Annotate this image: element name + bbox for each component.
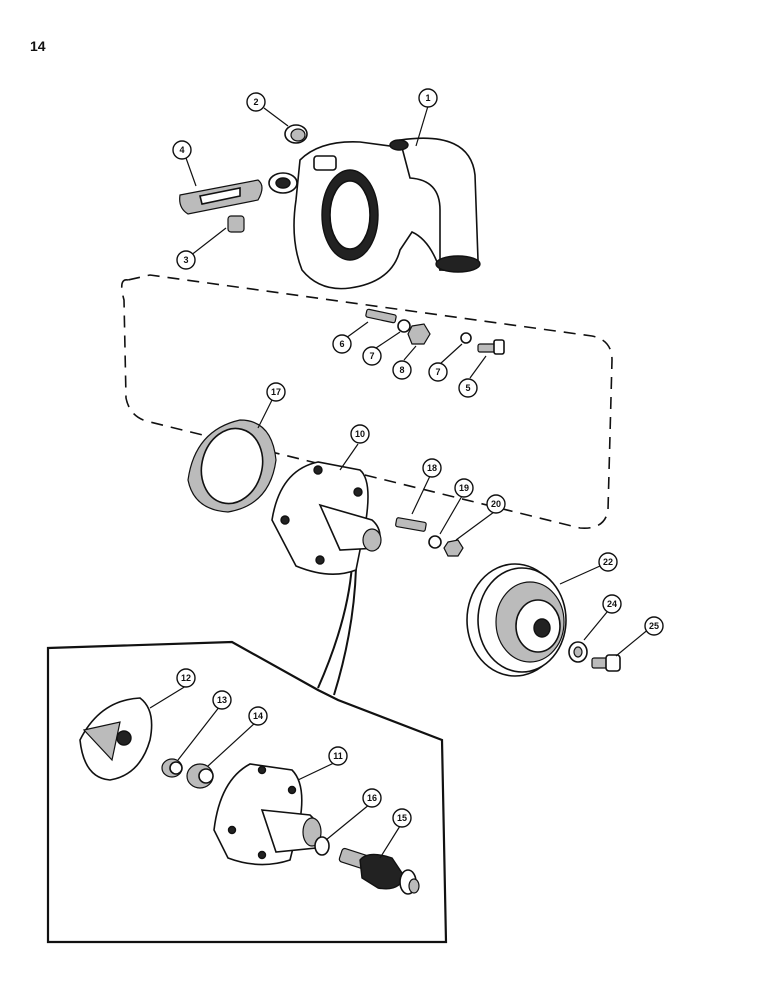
callout-4-label: 4 — [179, 145, 184, 155]
callout-13-label: 13 — [217, 695, 227, 705]
insert-part — [161, 758, 183, 778]
seal-part — [186, 763, 214, 789]
dashed-group-outline — [120, 274, 613, 529]
callout-6-label: 6 — [339, 339, 344, 349]
callout-7b-label: 7 — [435, 367, 440, 377]
pump-nut — [443, 539, 464, 557]
callout-5-label: 5 — [465, 383, 470, 393]
callout-18-label: 18 — [427, 463, 437, 473]
callout-10: 10 — [350, 424, 370, 444]
callout-22: 22 — [598, 552, 618, 572]
callout-2: 2 — [246, 92, 266, 112]
callout-7a-label: 7 — [369, 351, 374, 361]
shaft-and-bearing — [338, 847, 420, 895]
callout-19-label: 19 — [459, 483, 469, 493]
pulley-capscrew — [591, 654, 621, 672]
callout-3: 3 — [176, 250, 196, 270]
fitting-part — [227, 215, 245, 233]
detail-leader — [317, 564, 357, 696]
callout-5: 5 — [458, 378, 478, 398]
pump-lockwasher — [428, 535, 442, 549]
callout-8-label: 8 — [399, 365, 404, 375]
callout-2-label: 2 — [253, 97, 258, 107]
lockwasher-part — [397, 319, 472, 344]
snap-ring-part — [314, 836, 330, 856]
callout-13: 13 — [212, 690, 232, 710]
callout-4: 4 — [172, 140, 192, 160]
callout-14-label: 14 — [253, 711, 263, 721]
pump-stud — [395, 517, 427, 532]
callout-17: 17 — [266, 382, 286, 402]
callout-15: 15 — [392, 808, 412, 828]
callout-12-label: 12 — [181, 673, 191, 683]
callout-17-label: 17 — [271, 387, 281, 397]
callout-11-label: 11 — [333, 751, 343, 761]
nut-part — [407, 323, 431, 345]
leader-lines — [149, 105, 651, 859]
fan-pulley — [466, 563, 567, 677]
callout-3-label: 3 — [183, 255, 188, 265]
callout-7b: 7 — [428, 362, 448, 382]
stud-part — [365, 308, 397, 324]
callout-24-label: 24 — [607, 599, 617, 609]
callout-20: 20 — [486, 494, 506, 514]
housing-gasket — [187, 419, 277, 513]
water-pump-housing — [268, 137, 481, 290]
page-number: 14 — [30, 38, 46, 54]
pulley-washer — [568, 641, 588, 663]
callout-12: 12 — [176, 668, 196, 688]
callout-25-label: 25 — [649, 621, 659, 631]
callout-24: 24 — [602, 594, 622, 614]
callout-11: 11 — [328, 746, 348, 766]
callout-14: 14 — [248, 706, 268, 726]
callout-7a: 7 — [362, 346, 382, 366]
callout-10-label: 10 — [355, 429, 365, 439]
callout-1-label: 1 — [425, 93, 430, 103]
plug-part — [284, 124, 308, 144]
pump-body — [213, 763, 322, 866]
outlet-gasket — [179, 179, 263, 215]
detail-inset-frame — [46, 640, 448, 944]
callout-19: 19 — [454, 478, 474, 498]
callout-16: 16 — [362, 788, 382, 808]
callout-22-label: 22 — [603, 557, 613, 567]
callout-18: 18 — [422, 458, 442, 478]
callout-1: 1 — [418, 88, 438, 108]
callout-8: 8 — [392, 360, 412, 380]
impeller — [79, 697, 153, 781]
callout-15-label: 15 — [397, 813, 407, 823]
capscrew-part — [477, 339, 505, 355]
callout-20-label: 20 — [491, 499, 501, 509]
callout-16-label: 16 — [367, 793, 377, 803]
pump-body-assembly — [271, 461, 382, 575]
callout-6: 6 — [332, 334, 352, 354]
callout-25: 25 — [644, 616, 664, 636]
